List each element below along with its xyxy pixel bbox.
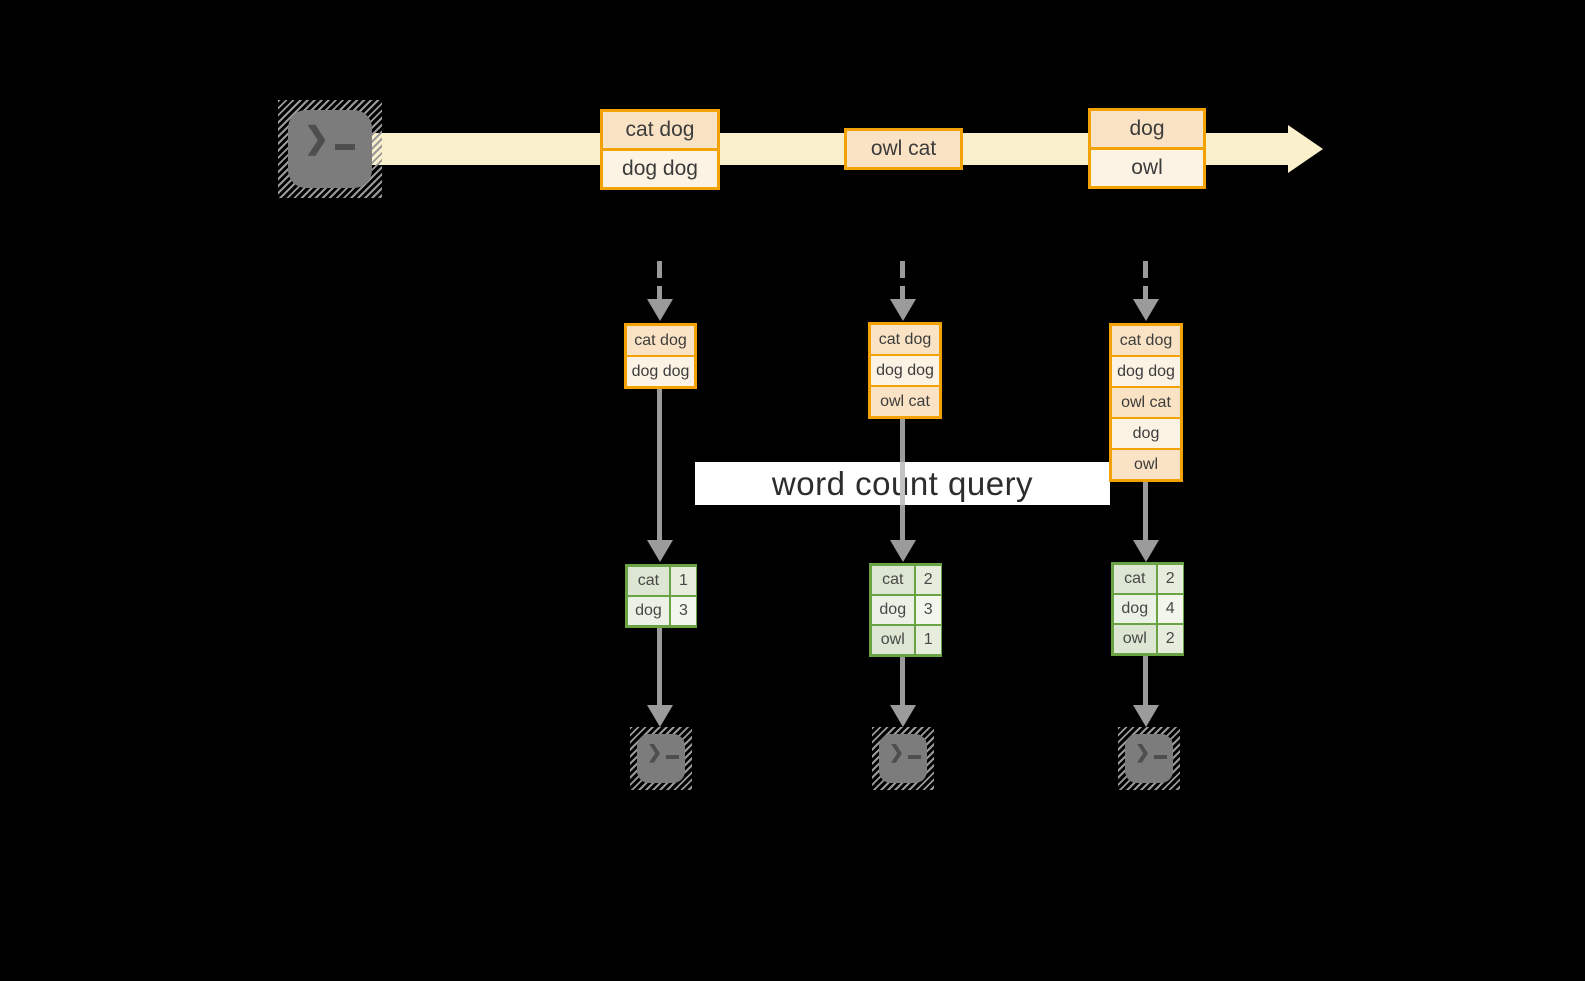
prompt-chevron-icon: ❯ [1135, 742, 1151, 762]
terminal-screen: ❯ [879, 734, 927, 783]
count-word-cell: cat [872, 566, 914, 594]
dashed-arrow-segment [900, 286, 905, 300]
query-arrow-line [657, 387, 662, 541]
arrow-over-label-segment [900, 462, 905, 505]
prompt-cursor-icon [666, 755, 680, 759]
buffer-row: dog dog [1112, 355, 1180, 386]
terminal-screen: ❯ [637, 734, 685, 783]
prompt-chevron-icon: ❯ [647, 742, 663, 762]
buffer-row: dog [1112, 417, 1180, 448]
count-word-cell: owl [1114, 625, 1156, 653]
count-value-cell: 2 [915, 566, 941, 594]
count-value-cell: 1 [915, 626, 941, 654]
prompt-chevron-icon: ❯ [889, 742, 905, 762]
buffer-row: cat dog [1112, 326, 1180, 355]
prompt-cursor-icon [335, 144, 356, 150]
count-value-cell: 3 [670, 597, 696, 625]
dashed-arrow-segment [1143, 286, 1148, 300]
terminal-screen: ❯ [288, 110, 372, 188]
stream-record-row: owl [1091, 147, 1203, 186]
count-word-cell: owl [872, 626, 914, 654]
output-arrow-line [657, 628, 662, 706]
stream-record-row: owl cat [847, 131, 960, 167]
dashed-arrow-head-icon [647, 299, 673, 321]
output-arrow-head-icon [890, 705, 916, 727]
buffer-row: dog dog [627, 355, 694, 386]
buffer-row: dog dog [871, 354, 939, 385]
buffer-row: owl cat [871, 385, 939, 416]
dashed-arrow-head-icon [1133, 299, 1159, 321]
output-arrow-head-icon [1133, 705, 1159, 727]
buffer-row: cat dog [871, 325, 939, 354]
count-value-cell: 2 [1157, 625, 1183, 653]
terminal-source-icon: ❯ [278, 100, 382, 198]
stream-record-row: dog dog [603, 148, 717, 187]
terminal-consumer-icon-2: ❯ [872, 727, 934, 790]
buffer-row: owl cat [1112, 386, 1180, 417]
count-value-cell: 2 [1157, 565, 1183, 593]
count-word-cell: cat [628, 567, 669, 595]
terminal-consumer-icon-1: ❯ [630, 727, 692, 790]
count-word-cell: dog [628, 597, 669, 625]
query-arrow-head-icon [1133, 540, 1159, 562]
query-arrow-line [1143, 482, 1148, 541]
buffer-row: owl [1112, 448, 1180, 479]
dashed-arrow-segment [1143, 261, 1148, 278]
terminal-screen: ❯ [1125, 734, 1173, 783]
buffer-row: cat dog [627, 326, 694, 355]
count-value-cell: 4 [1157, 595, 1183, 623]
count-value-cell: 1 [670, 567, 696, 595]
dashed-arrow-head-icon [890, 299, 916, 321]
dashed-arrow-segment [900, 261, 905, 278]
stream-record-row: cat dog [603, 112, 717, 148]
dashed-arrow-segment [657, 286, 662, 300]
stream-record-box-2: owl cat [844, 128, 963, 170]
query-arrow-head-icon [647, 540, 673, 562]
output-arrow-line [900, 657, 905, 706]
prompt-chevron-icon: ❯ [304, 122, 330, 155]
stream-arrowhead-icon [1288, 125, 1323, 173]
dashed-arrow-segment [657, 261, 662, 278]
output-arrow-line [1143, 656, 1148, 706]
count-value-cell: 3 [915, 596, 941, 624]
prompt-cursor-icon [908, 755, 922, 759]
terminal-consumer-icon-3: ❯ [1118, 727, 1180, 790]
query-arrow-head-icon [890, 540, 916, 562]
count-word-cell: dog [872, 596, 914, 624]
output-arrow-head-icon [647, 705, 673, 727]
count-word-cell: dog [1114, 595, 1156, 623]
prompt-cursor-icon [1154, 755, 1168, 759]
stream-record-row: dog [1091, 111, 1203, 147]
count-word-cell: cat [1114, 565, 1156, 593]
